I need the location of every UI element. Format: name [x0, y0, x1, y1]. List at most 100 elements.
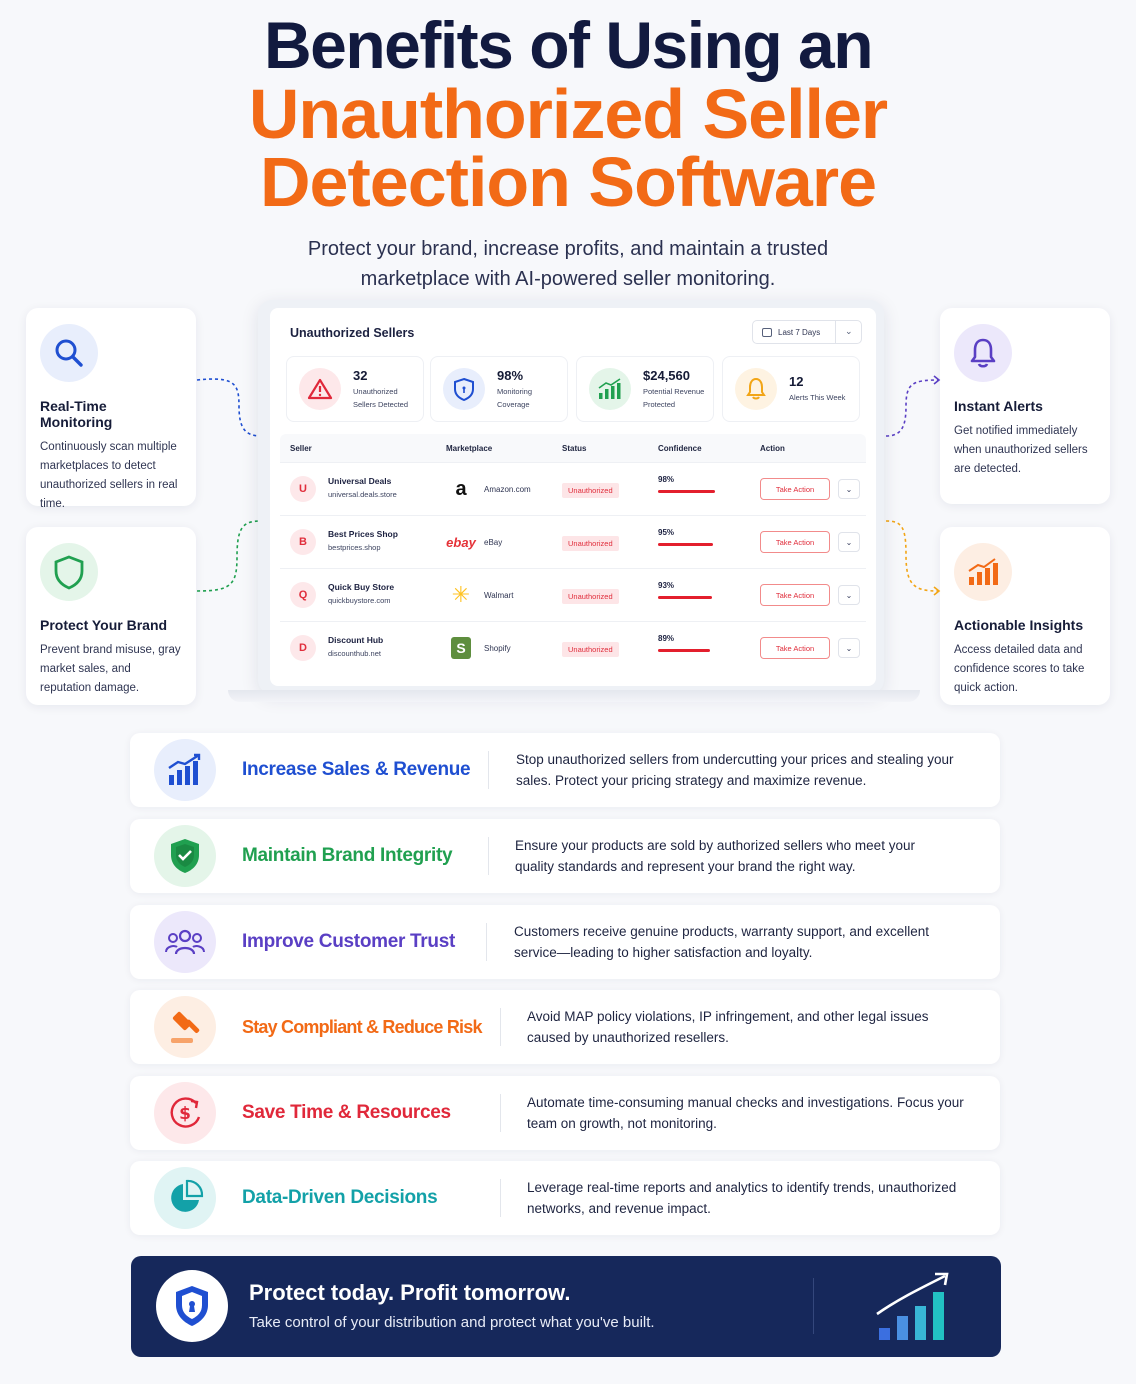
footer-title: Protect today. Profit tomorrow. [249, 1280, 571, 1305]
table-header: Seller Marketplace Status Confidence Act… [280, 434, 866, 462]
marketplace-name: eBay [484, 537, 503, 547]
benefit-desc: Leverage real-time reports and analytics… [527, 1180, 957, 1216]
stat-label: Alerts This Week [789, 393, 846, 402]
stat-value: 32 [353, 367, 368, 383]
benefit-customer-trust: Improve Customer Trust Customers receive… [130, 905, 1000, 979]
card-title: Protect Your Brand [40, 617, 168, 633]
benefit-title: Improve Customer Trust [242, 931, 456, 952]
card-title: Real-Time Monitoring [40, 398, 113, 430]
column-header: Action [760, 443, 785, 453]
seller-url: discounthub.net [328, 649, 381, 658]
benefit-desc: Automate time-consuming manual checks an… [527, 1095, 964, 1131]
chevron-down-icon[interactable]: ⌄ [838, 532, 860, 552]
column-header: Status [562, 443, 587, 453]
table-row[interactable]: D Discount Hub discounthub.net S Shopify… [280, 621, 866, 674]
growth-chart-icon [154, 739, 216, 801]
benefit-desc: Ensure your products are sold by authori… [515, 838, 915, 874]
confidence-value: 93% [658, 581, 675, 590]
avatar: B [290, 529, 316, 555]
stat-value: 98% [497, 367, 524, 383]
benefit-sales: Increase Sales & Revenue Stop unauthoriz… [130, 733, 1000, 807]
confidence-value: 89% [658, 634, 675, 643]
take-action-button[interactable]: Take Action [760, 637, 830, 659]
bell-icon [735, 368, 777, 410]
card-title: Instant Alerts [954, 398, 1043, 414]
pie-chart-icon [154, 1167, 216, 1229]
shield-check-icon [154, 825, 216, 887]
search-icon [40, 324, 98, 382]
warning-icon [299, 368, 341, 410]
page-header: Benefits of Using an Unauthorized Seller… [0, 10, 1136, 294]
date-range-label: Last 7 Days [778, 327, 821, 337]
benefit-title: Maintain Brand Integrity [242, 845, 453, 866]
table-row[interactable]: B Best Prices Shop bestprices.shop ebay … [280, 515, 866, 568]
stat-label: Sellers Detected [353, 399, 409, 409]
marketplace-name: Walmart [484, 590, 514, 600]
connector-line [885, 520, 941, 596]
table-row[interactable]: Q Quick Buy Store quickbuystore.com ✳ Wa… [280, 568, 866, 621]
shield-icon [40, 543, 98, 601]
status-badge: Unauthorized [562, 483, 619, 498]
status-badge: Unauthorized [562, 589, 619, 604]
dashboard-title: Unauthorized Sellers [290, 326, 415, 340]
benefit-title: Data-Driven Decisions [242, 1187, 438, 1208]
take-action-button[interactable]: Take Action [760, 478, 830, 500]
shield-lock-icon [156, 1270, 228, 1342]
protect-brand-card: Protect Your Brand Prevent brand misuse,… [26, 527, 196, 705]
benefit-desc: Stop unauthorized sellers from undercutt… [516, 752, 954, 788]
confidence-bar [658, 490, 715, 493]
benefit-save-time: $ Save Time & Resources Automate time-co… [130, 1076, 1000, 1150]
laptop-base [228, 690, 920, 702]
chevron-down-icon[interactable]: ⌄ [838, 585, 860, 605]
benefit-brand-integrity: Maintain Brand Integrity Ensure your pro… [130, 819, 1000, 893]
confidence-bar [658, 543, 714, 546]
growth-chart-icon [873, 1270, 953, 1349]
seller-name: Quick Buy Store [328, 582, 395, 592]
card-title: Actionable Insights [954, 617, 1084, 633]
status-badge: Unauthorized [562, 642, 619, 657]
table-row[interactable]: U Universal Deals universal.deals.store … [280, 462, 866, 515]
column-header: Confidence [658, 443, 702, 453]
stat-label: Unauthorized [353, 386, 398, 396]
column-header: Seller [290, 443, 312, 453]
stat-label: Protected [643, 399, 676, 409]
ebay-logo-icon: ebay [446, 534, 476, 550]
confidence-value: 95% [658, 528, 675, 537]
take-action-button[interactable]: Take Action [760, 531, 830, 553]
footer-desc: Take control of your distribution and pr… [249, 1314, 655, 1331]
chevron-down-icon[interactable]: ⌄ [838, 638, 860, 658]
date-range-select[interactable]: Last 7 Days ⌄ [752, 320, 862, 344]
connector-line [885, 375, 941, 437]
card-desc: Get notified immediately when unauthoriz… [954, 425, 1088, 475]
bell-icon [954, 324, 1012, 382]
connector-line [196, 520, 262, 592]
page-title-line2: Unauthorized Seller [248, 75, 888, 153]
page-subtitle: Protect your brand, increase profits, an… [307, 238, 829, 290]
chevron-down-icon[interactable]: ⌄ [838, 479, 860, 499]
stat-label: Potential Revenue [643, 386, 705, 396]
avatar: Q [290, 582, 316, 608]
chart-icon [954, 543, 1012, 601]
column-header: Marketplace [446, 443, 493, 453]
walmart-logo-icon: ✳ [451, 582, 471, 607]
stat-label: Coverage [497, 399, 530, 409]
benefit-title: Increase Sales & Revenue [242, 759, 471, 780]
take-action-button[interactable]: Take Action [760, 584, 830, 606]
confidence-bar [658, 596, 712, 599]
benefit-compliance: Stay Compliant & Reduce Risk Avoid MAP p… [130, 990, 1000, 1064]
stat-label: Monitoring [497, 386, 533, 396]
benefit-desc: Customers receive genuine products, warr… [514, 924, 929, 960]
growth-chart-icon [589, 368, 631, 410]
benefit-title: Stay Compliant & Reduce Risk [242, 1016, 482, 1037]
avatar: U [290, 476, 316, 502]
chevron-down-icon: ⌄ [845, 326, 853, 336]
page-title-line3: Detection Software [260, 143, 877, 221]
dollar-cycle-icon: $ [154, 1082, 216, 1144]
shield-icon [443, 368, 485, 410]
card-desc: Access detailed data and confidence scor… [954, 644, 1085, 694]
stat-value: 12 [789, 374, 804, 389]
gavel-icon [154, 996, 216, 1058]
